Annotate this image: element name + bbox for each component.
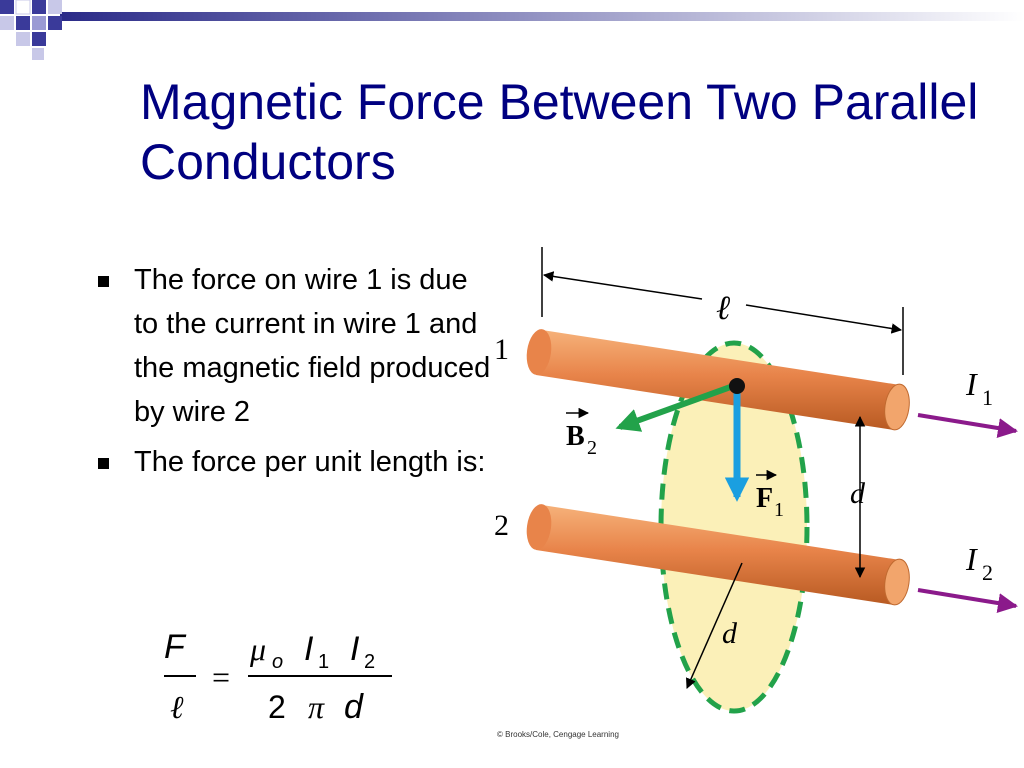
header-bar [60,12,1024,21]
parallel-wires-diagram: ℓ 1 2 d d B 2 F 1 I 1 I 2 [494,247,1018,714]
deco-square [32,16,46,30]
slide-title: Magnetic Force Between Two Parallel Cond… [140,74,979,190]
bullet-list: The force on wire 1 is due to the curren… [98,258,498,490]
length-arrow-left [542,271,703,300]
svg-text:F: F [756,483,773,514]
bullet-text: The force per unit length is: [134,446,486,478]
deco-square [32,32,46,46]
wire-2-number: 2 [494,509,509,542]
distance-label: d [850,477,866,510]
svg-text:2: 2 [982,560,993,585]
deco-square [0,0,14,14]
formula-d: d [344,688,364,726]
deco-square [48,0,62,14]
svg-text:I: I [965,541,978,577]
wire-1 [526,329,910,431]
square-bullet-icon [98,276,109,287]
radius-arrow [686,562,743,689]
wire-1-number: 1 [494,333,509,366]
b-field-arrow [615,382,738,432]
formula-I2: I [350,630,360,668]
square-bullet-icon [98,458,109,469]
formula-F: F [164,628,187,666]
b2-label: B 2 [566,407,597,459]
svg-text:1: 1 [774,499,784,521]
deco-square [0,16,14,30]
deco-square [48,16,62,30]
svg-text:B: B [566,421,585,452]
formula-I1: I [304,630,314,668]
formula-mu: μ [249,631,266,667]
formula-ell: ℓ [170,689,184,725]
formula-I1-sub: 1 [318,651,329,673]
current-2-arrow [917,588,1018,613]
force-per-length-formula: F ℓ = μ o I 1 I 2 2 π d [164,628,392,726]
f1-label: F 1 [756,469,784,521]
corner-decoration [0,0,1024,60]
deco-square [16,32,30,46]
svg-text:1: 1 [982,385,993,410]
deco-square [16,16,30,30]
current-2-label: I 2 [965,541,993,585]
formula-mu-sub: o [272,651,283,673]
wire-2 [526,504,910,606]
field-loop [658,340,810,714]
current-1-label: I 1 [965,366,993,410]
formula-two: 2 [268,689,286,725]
bullet-item: The force on wire 1 is due to the curren… [98,258,498,434]
current-1-arrow [917,413,1018,438]
formula-I2-sub: 2 [364,651,375,673]
formula-pi: π [308,689,325,725]
deco-square [32,0,46,14]
contact-point [729,378,745,394]
radius-label: d [722,617,738,650]
bullet-item: The force per unit length is: [98,440,498,484]
deco-square [32,48,44,60]
deco-square [15,0,31,15]
length-label: ℓ [716,290,730,327]
length-arrow-right [745,304,903,334]
image-credit: © Brooks/Cole, Cengage Learning [497,730,619,739]
bullet-text: The force on wire 1 is due to the curren… [134,264,491,428]
svg-text:2: 2 [587,437,597,459]
formula-equals: = [212,659,230,695]
svg-text:I: I [965,366,978,402]
